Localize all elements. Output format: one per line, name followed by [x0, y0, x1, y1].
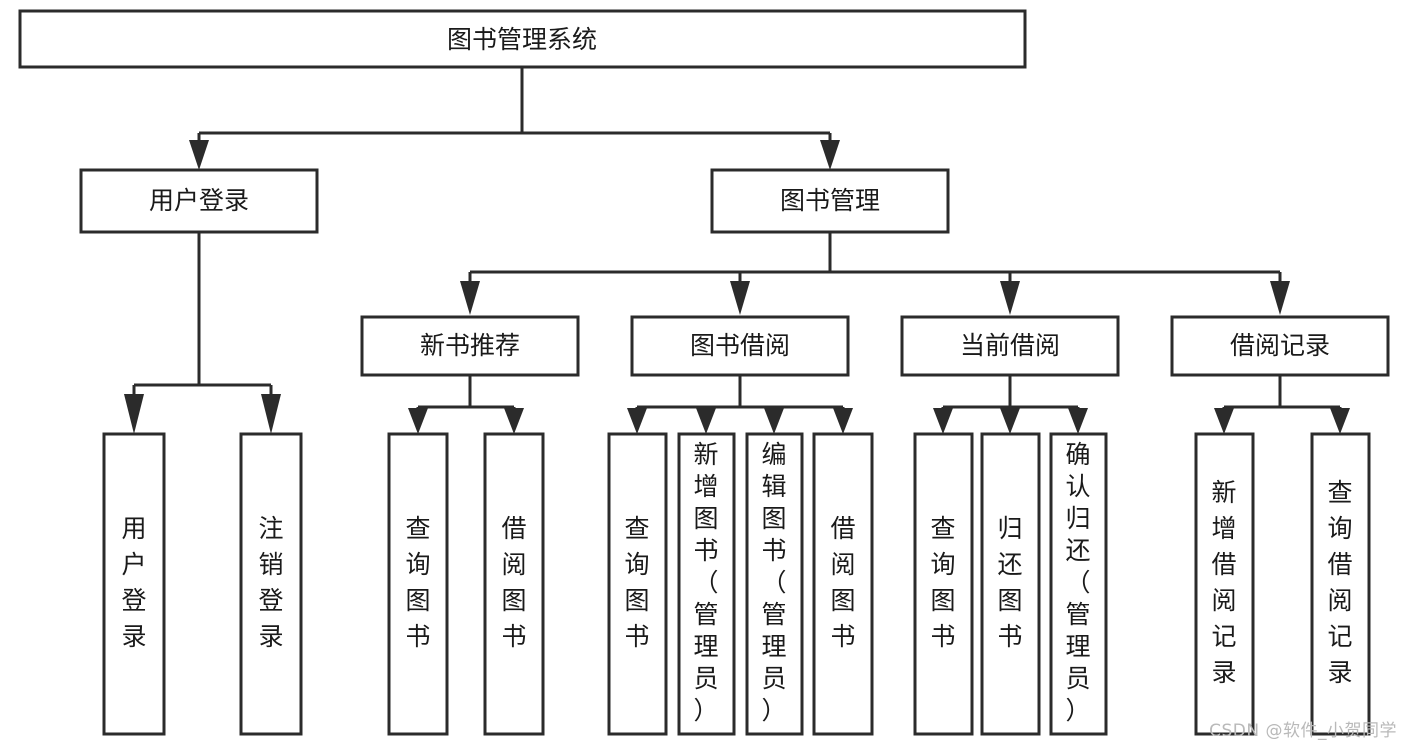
node-current-borrow-label: 当前借阅 [960, 331, 1060, 360]
node-leaf-query-book-3-label: 查询图书 [930, 514, 955, 651]
node-leaf-logout-login-box[interactable] [239, 432, 303, 736]
node-leaf-query-book-1[interactable]: 查询图书 [387, 432, 449, 736]
node-leaf-query-book-3[interactable]: 查询图书 [913, 432, 974, 736]
node-current-borrow-box[interactable] [900, 315, 1120, 377]
node-leaf-edit-book-label: 编辑图书（管理员） [761, 440, 786, 725]
arrow-current-borrow-leaf-1 [933, 408, 953, 434]
node-borrow-record[interactable]: 借阅记录 [1170, 315, 1390, 377]
node-user-login[interactable]: 用户登录 [79, 168, 319, 234]
node-leaf-borrow-book-2[interactable]: 借阅图书 [812, 432, 874, 736]
arrow-book-manage-to-book-borrow [730, 281, 750, 315]
node-leaf-borrow-book-1-box[interactable] [483, 432, 545, 736]
node-new-book-rec-box[interactable] [360, 315, 580, 377]
node-leaf-add-book[interactable]: 新增图书（管理员） [677, 432, 736, 736]
node-leaf-borrow-book-1-label: 借阅图书 [501, 514, 526, 651]
arrow-user-login-leaf-2 [261, 394, 281, 434]
node-new-book-rec[interactable]: 新书推荐 [360, 315, 580, 377]
node-leaf-return-book-label: 归还图书 [997, 514, 1022, 651]
arrow-book-borrow-leaf-1 [627, 408, 647, 434]
arrow-book-manage-to-current-borrow [1000, 281, 1020, 315]
node-borrow-record-label: 借阅记录 [1230, 331, 1330, 360]
node-leaf-query-record[interactable]: 查询借阅记录 [1310, 432, 1371, 736]
node-leaf-query-record-box[interactable] [1310, 432, 1371, 736]
arrow-book-manage-to-borrow-record [1270, 281, 1290, 315]
node-leaf-query-record-label: 查询借阅记录 [1327, 478, 1352, 687]
node-leaf-borrow-book-2-label: 借阅图书 [830, 514, 855, 651]
node-book-manage-label: 图书管理 [780, 186, 880, 215]
node-leaf-add-record-label: 新增借阅记录 [1211, 478, 1236, 687]
node-borrow-record-box[interactable] [1170, 315, 1390, 377]
arrow-book-borrow-leaf-3 [764, 408, 784, 434]
node-book-borrow[interactable]: 图书借阅 [630, 315, 850, 377]
arrow-root-to-book-manage [820, 140, 840, 170]
arrow-user-login-leaf-1 [124, 394, 144, 434]
node-new-book-rec-label: 新书推荐 [420, 331, 520, 360]
arrow-borrow-record-leaf-1 [1214, 408, 1234, 434]
node-leaf-edit-book[interactable]: 编辑图书（管理员） [745, 432, 804, 736]
node-root[interactable]: 图书管理系统 [18, 9, 1027, 69]
node-leaf-add-record[interactable]: 新增借阅记录 [1194, 432, 1255, 736]
node-leaf-edit-book-box[interactable] [745, 432, 804, 736]
node-book-borrow-label: 图书借阅 [690, 331, 790, 360]
connector-layer [124, 67, 1350, 434]
node-leaf-add-book-label: 新增图书（管理员） [693, 440, 718, 725]
node-current-borrow[interactable]: 当前借阅 [900, 315, 1120, 377]
node-leaf-add-record-box[interactable] [1194, 432, 1255, 736]
node-user-login-label: 用户登录 [149, 186, 249, 215]
node-root-label: 图书管理系统 [447, 25, 597, 54]
arrow-book-manage-to-new-book-rec [460, 281, 480, 315]
node-leaf-query-book-2-box[interactable] [607, 432, 668, 736]
node-leaf-borrow-book-1[interactable]: 借阅图书 [483, 432, 545, 736]
node-leaf-logout-login-label: 注销登录 [258, 514, 283, 651]
arrow-book-borrow-leaf-4 [833, 408, 853, 434]
node-root-box[interactable] [18, 9, 1027, 69]
arrow-current-borrow-leaf-3 [1068, 408, 1088, 434]
node-leaf-user-login[interactable]: 用户登录 [102, 432, 166, 736]
node-leaf-user-login-label: 用户登录 [121, 514, 146, 651]
node-leaf-query-book-2-label: 查询图书 [624, 514, 649, 651]
node-leaf-borrow-book-2-box[interactable] [812, 432, 874, 736]
arrow-new-book-rec-leaf-2 [504, 408, 524, 434]
node-book-manage[interactable]: 图书管理 [710, 168, 950, 234]
node-leaf-return-book-box[interactable] [980, 432, 1041, 736]
node-leaf-logout-login[interactable]: 注销登录 [239, 432, 303, 736]
node-book-manage-box[interactable] [710, 168, 950, 234]
csdn-watermark: CSDN @软件_小贺同学 [1209, 721, 1397, 741]
arrow-root-to-user-login [189, 140, 209, 170]
arrow-borrow-record-leaf-2 [1330, 408, 1350, 434]
arrow-book-borrow-leaf-2 [696, 408, 716, 434]
node-leaf-query-book-1-label: 查询图书 [405, 514, 430, 651]
arrow-current-borrow-leaf-2 [1000, 408, 1020, 434]
node-leaf-query-book-3-box[interactable] [913, 432, 974, 736]
node-leaf-add-book-box[interactable] [677, 432, 736, 736]
node-leaf-confirm-return-box[interactable] [1049, 432, 1108, 736]
node-leaf-confirm-return-label: 确认归还（管理员） [1065, 440, 1090, 725]
node-book-borrow-box[interactable] [630, 315, 850, 377]
node-leaf-query-book-1-box[interactable] [387, 432, 449, 736]
node-leaf-confirm-return[interactable]: 确认归还（管理员） [1049, 432, 1108, 736]
node-leaf-return-book[interactable]: 归还图书 [980, 432, 1041, 736]
node-leaf-query-book-2[interactable]: 查询图书 [607, 432, 668, 736]
node-leaf-user-login-box[interactable] [102, 432, 166, 736]
arrow-new-book-rec-leaf-1 [408, 408, 428, 434]
node-user-login-box[interactable] [79, 168, 319, 234]
